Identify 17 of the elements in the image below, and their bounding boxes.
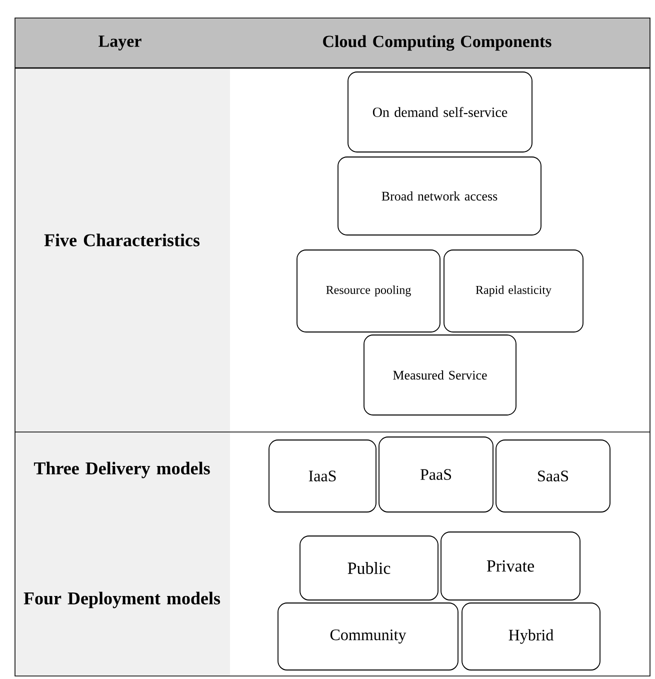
component-box: Private xyxy=(440,532,580,600)
component-box: Hybrid xyxy=(462,602,600,670)
component-box: On demand self-service xyxy=(348,72,532,152)
component-box: Measured Service xyxy=(364,334,516,416)
component-box: Rapid elasticity xyxy=(444,250,584,332)
layer-label: Five Characteristics xyxy=(44,234,200,246)
component-box: PaaS xyxy=(378,436,494,512)
component-box: Community xyxy=(278,602,458,670)
layer-label: Three Delivery models xyxy=(34,462,210,478)
layer-label: Four Deployment models xyxy=(24,592,220,608)
component-box: SaaS xyxy=(496,440,610,512)
component-box: Resource pooling xyxy=(296,250,440,332)
column-header: Cloud Computing Components xyxy=(323,35,552,51)
component-box: IaaS xyxy=(268,440,376,512)
component-box: Broad network access xyxy=(338,156,542,236)
column-header: Layer xyxy=(98,36,142,50)
component-box: Public xyxy=(300,536,438,600)
